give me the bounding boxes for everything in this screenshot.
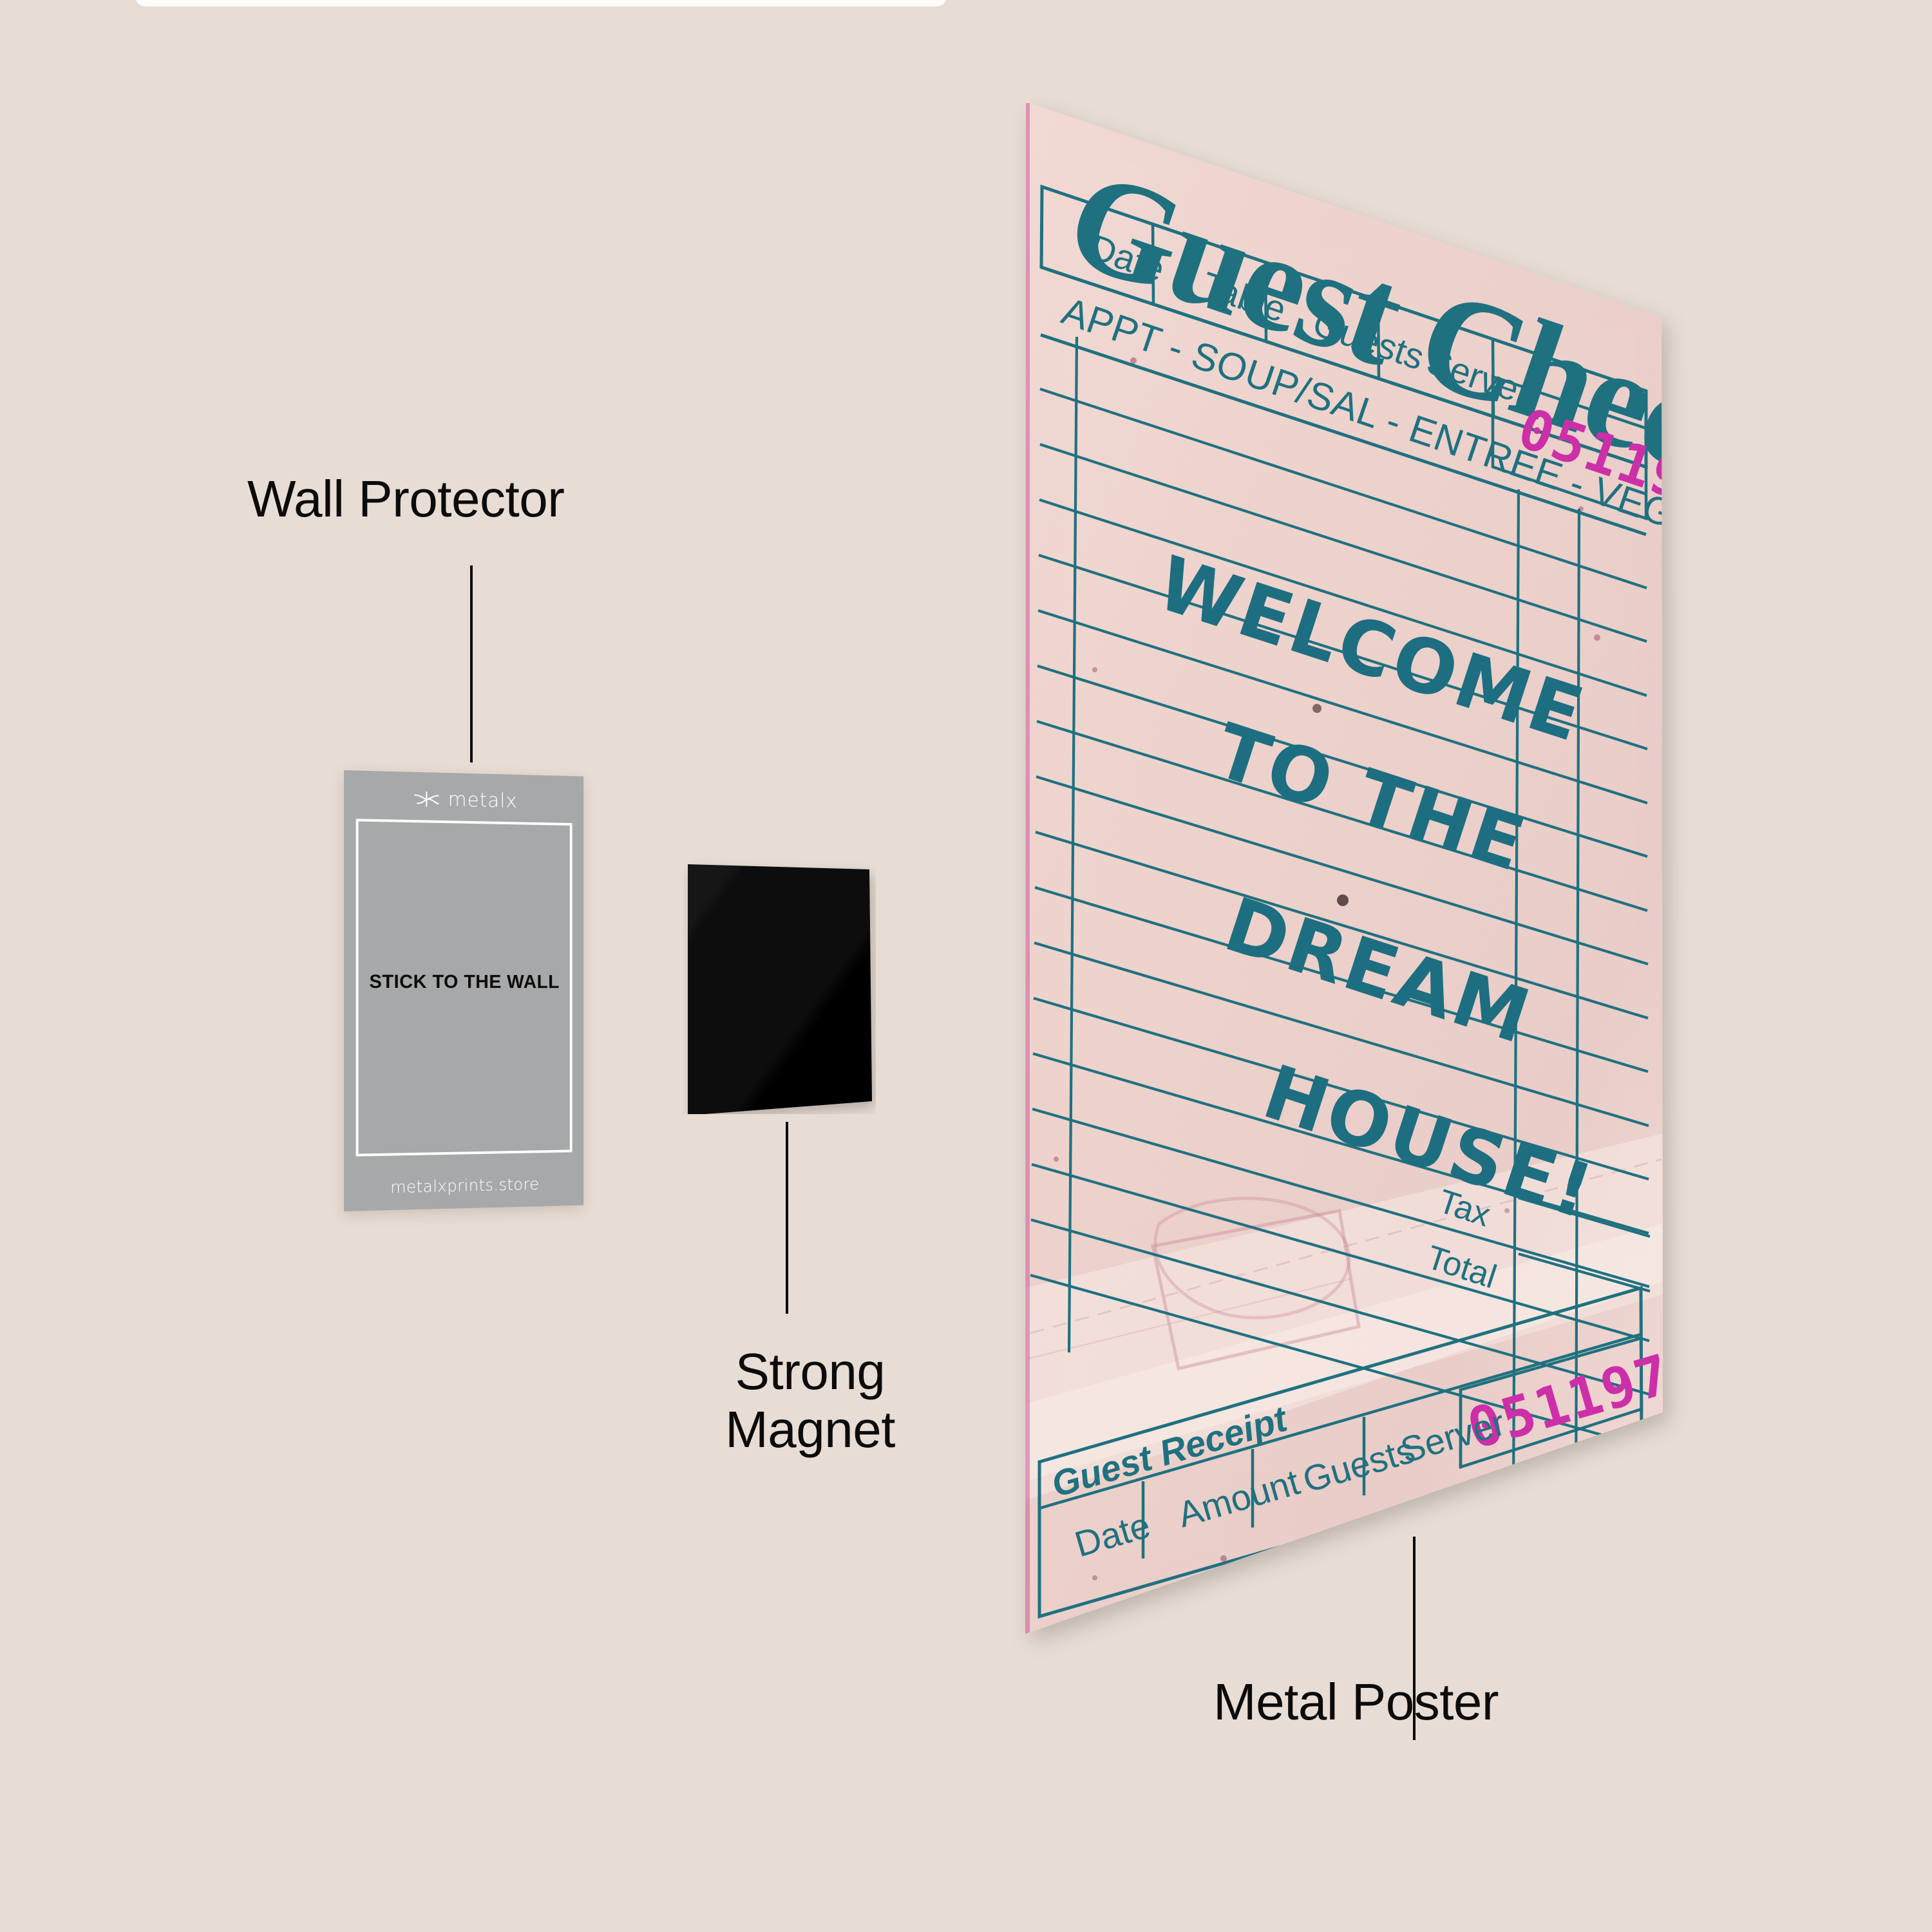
callout-label-strong-magnet-line2: Magnet	[725, 1400, 895, 1458]
wall-protector-product[interactable]: metalx STICK TO THE WALL metalxprints.st…	[344, 770, 584, 1211]
magnet-face	[688, 864, 872, 1114]
strong-magnet-product[interactable]	[683, 850, 876, 1114]
leader-line-wall-protector	[470, 565, 473, 762]
leader-line-strong-magnet	[786, 1122, 788, 1314]
callout-label-strong-magnet-line1: Strong	[735, 1343, 886, 1400]
top-cutoff-strip	[135, 0, 947, 6]
callout-label-wall-protector: Wall Protector	[247, 470, 565, 527]
wall-protector-store-url: metalxprints.store	[390, 1175, 540, 1198]
wall-protector-instruction: STICK TO THE WALL	[369, 971, 560, 992]
callout-label-metal-poster: Metal Poster	[1213, 1673, 1499, 1730]
leader-line-metal-poster	[1413, 1537, 1416, 1740]
metalx-logo-text: metalx	[448, 788, 518, 813]
metalx-x-mark-icon	[413, 790, 440, 810]
callout-label-strong-magnet: Strong Magnet	[688, 1343, 933, 1458]
metalx-logo: metalx	[344, 783, 583, 817]
wall-protector-body: metalx STICK TO THE WALL metalxprints.st…	[344, 770, 584, 1211]
